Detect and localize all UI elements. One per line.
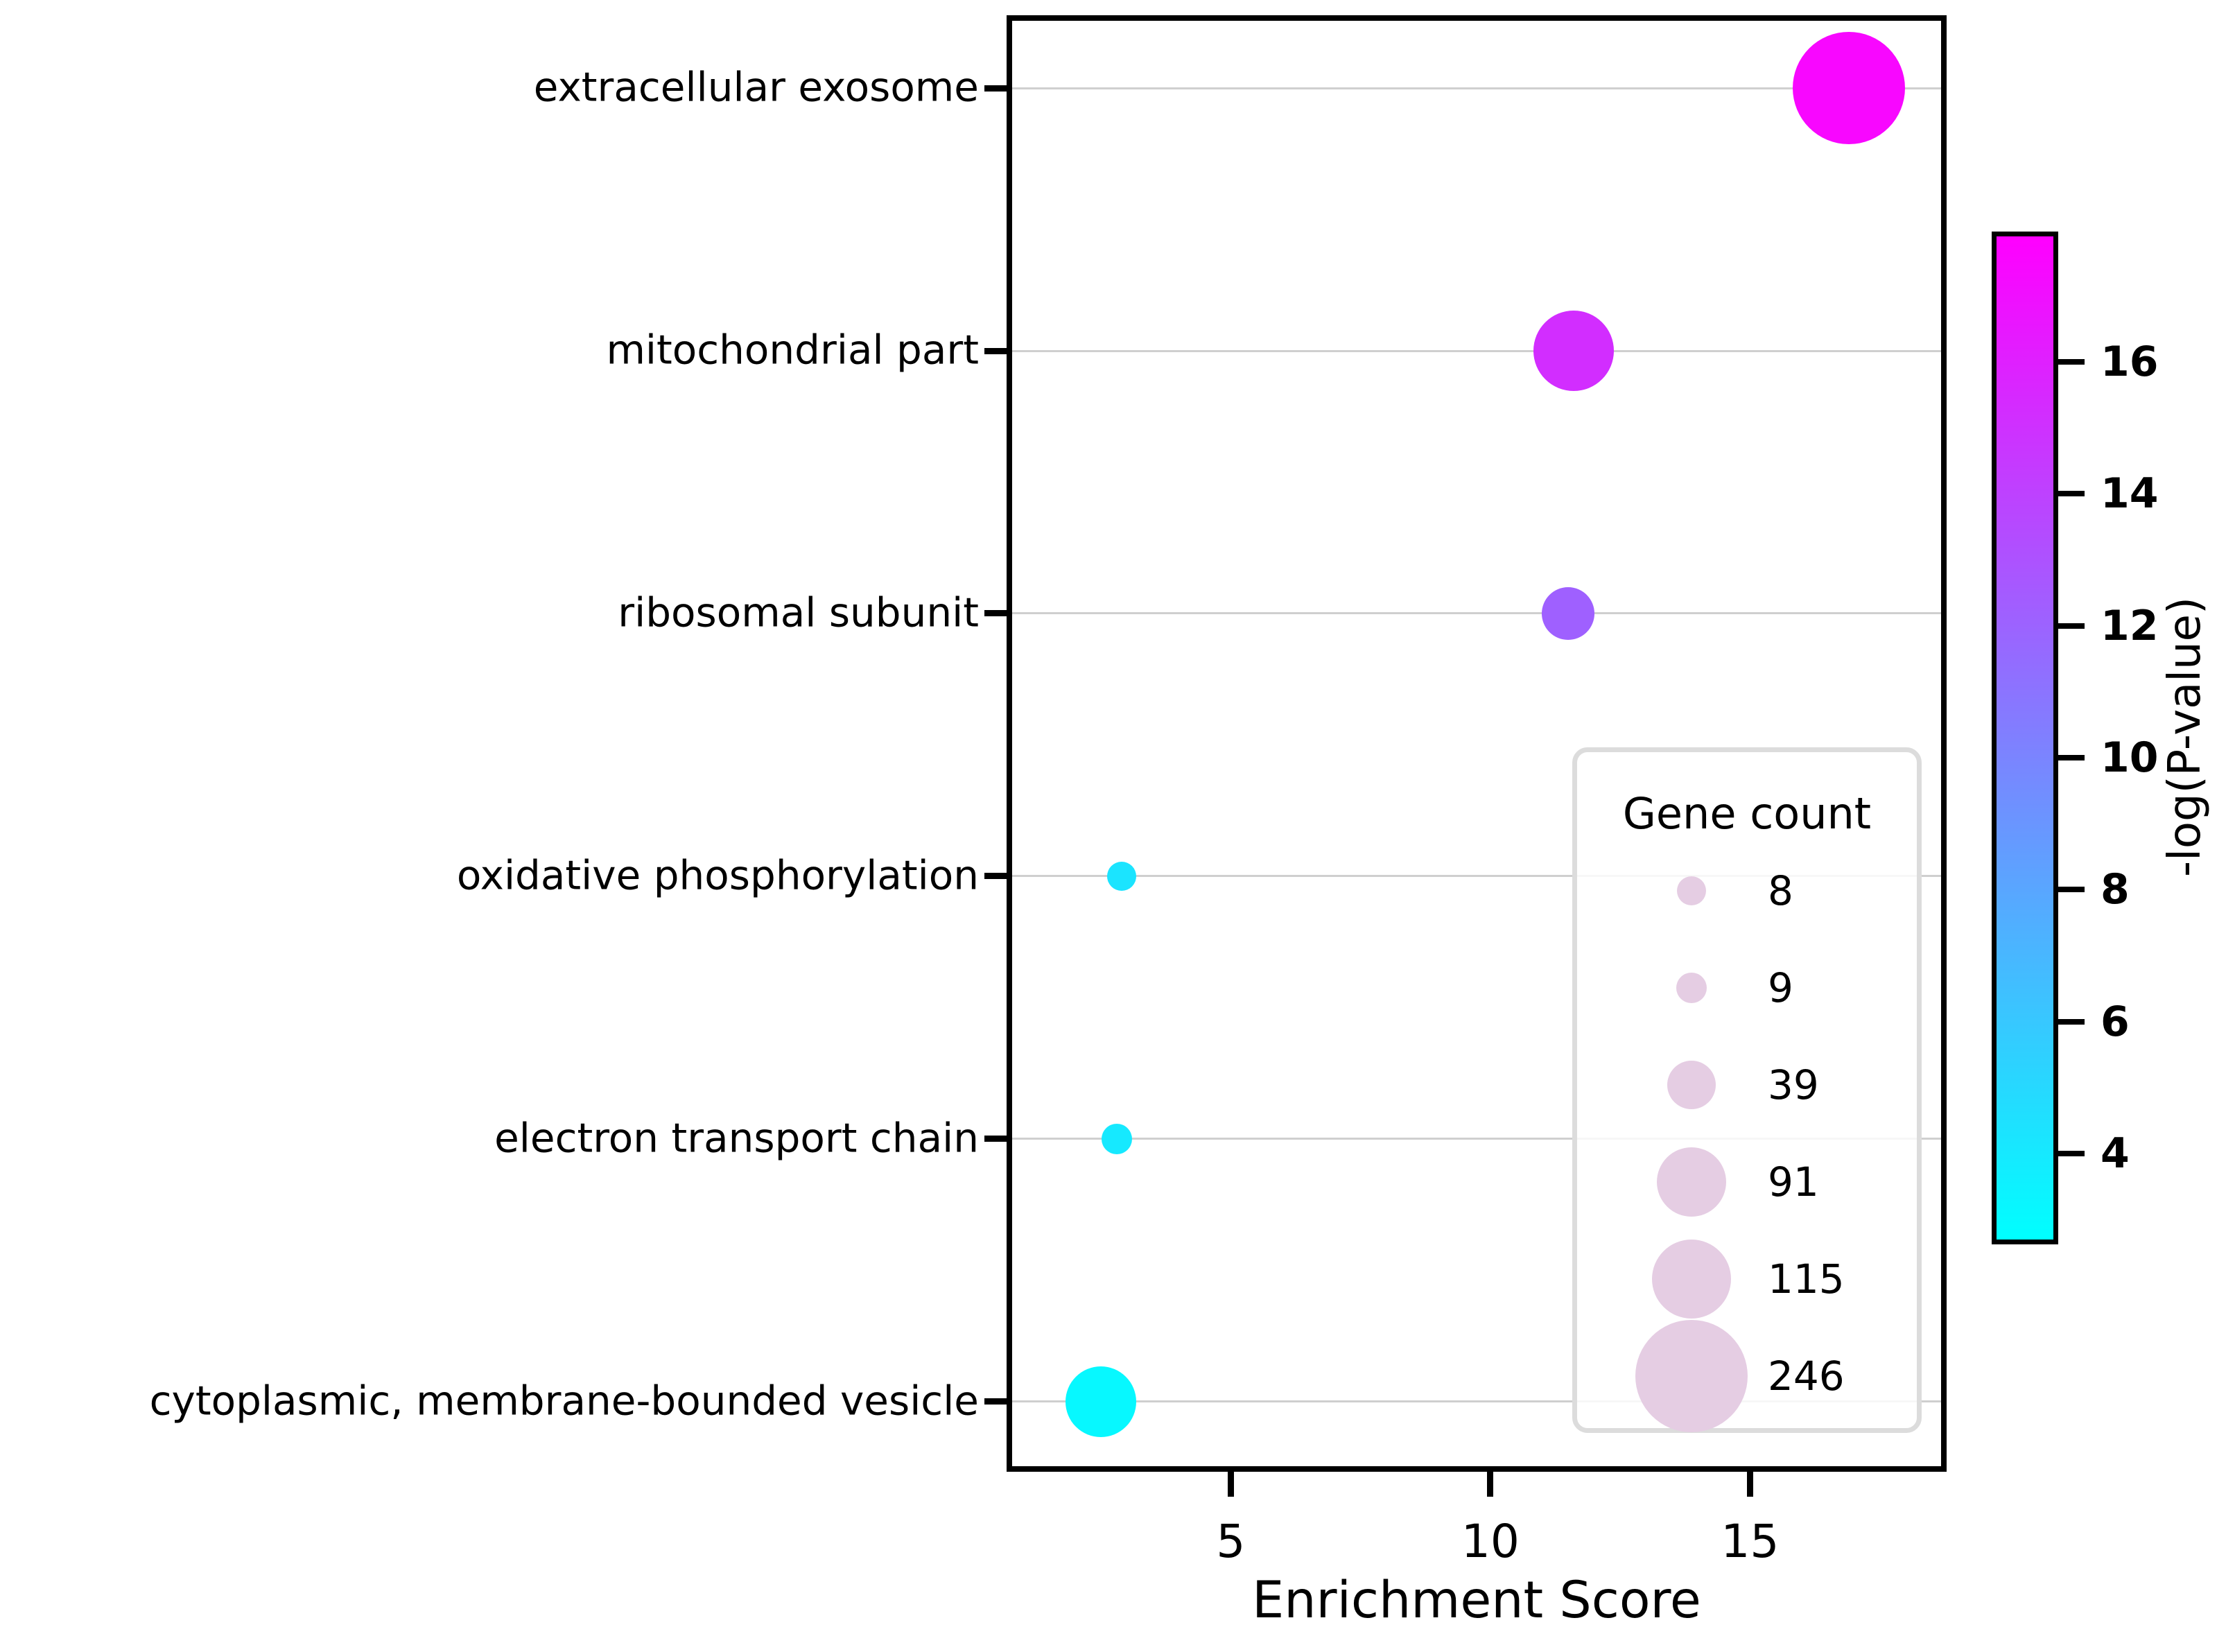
y-axis-tick xyxy=(984,347,1011,354)
colorbar-tick-label: 14 xyxy=(2101,469,2159,519)
legend-size-label: 115 xyxy=(1768,1255,1845,1303)
x-axis-tick xyxy=(1746,1472,1753,1497)
y-category-label: mitochondrial part xyxy=(606,326,979,374)
gridline xyxy=(1012,87,1941,89)
colorbar-tick-label: 6 xyxy=(2101,997,2130,1046)
gridline xyxy=(1012,612,1941,615)
legend-size-bubble xyxy=(1635,1320,1748,1432)
data-point-bubble xyxy=(1533,311,1614,391)
colorbar-tick xyxy=(2058,491,2085,497)
x-tick-label: 5 xyxy=(1216,1515,1246,1568)
y-category-label: electron transport chain xyxy=(494,1114,979,1162)
legend-size-label: 91 xyxy=(1768,1158,1819,1206)
legend-size-label: 8 xyxy=(1768,867,1793,914)
x-axis-tick xyxy=(1487,1472,1494,1497)
legend-size-label: 246 xyxy=(1768,1353,1845,1400)
gene-count-legend: Gene count 8 9 39 91 115 246 xyxy=(1572,747,1922,1433)
x-axis-title: Enrichment Score xyxy=(1252,1571,1701,1630)
colorbar-tick-label: 10 xyxy=(2101,733,2159,783)
y-axis-tick xyxy=(984,1398,1011,1405)
x-axis-tick xyxy=(1227,1472,1234,1497)
y-category-label: oxidative phosphorylation xyxy=(456,851,979,899)
gridline xyxy=(1012,1400,1941,1403)
plot-area xyxy=(1007,15,1947,1472)
data-point-bubble xyxy=(1542,586,1595,640)
colorbar-tick xyxy=(2058,358,2085,365)
legend-size-bubble xyxy=(1667,1061,1716,1109)
colorbar-tick-label: 4 xyxy=(2101,1129,2130,1179)
legend-title: Gene count xyxy=(1622,788,1872,839)
colorbar-tick-label: 12 xyxy=(2101,601,2159,650)
colorbar-tick xyxy=(2058,755,2085,761)
colorbar-tick xyxy=(2058,623,2085,629)
legend-size-bubble xyxy=(1677,876,1706,905)
colorbar-tick-label: 8 xyxy=(2101,865,2130,914)
colorbar-tick xyxy=(2058,1151,2085,1157)
legend-size-bubble xyxy=(1657,1147,1726,1217)
y-axis-tick xyxy=(984,610,1011,617)
y-category-label: extracellular exosome xyxy=(533,63,979,111)
colorbar-tick xyxy=(2058,887,2085,893)
legend-size-label: 39 xyxy=(1768,1061,1819,1108)
x-tick-label: 15 xyxy=(1721,1515,1780,1568)
y-category-label: cytoplasmic, membrane-bounded vesicle xyxy=(149,1377,979,1425)
colorbar-gradient xyxy=(1997,236,2053,1240)
colorbar xyxy=(1992,232,2058,1244)
y-axis-tick xyxy=(984,1136,1011,1142)
data-point-bubble xyxy=(1107,861,1137,891)
gridline xyxy=(1012,349,1941,352)
y-axis-tick xyxy=(984,873,1011,880)
colorbar-tick-label: 16 xyxy=(2101,337,2159,386)
x-tick-label: 10 xyxy=(1461,1515,1520,1568)
legend-size-bubble xyxy=(1676,973,1707,1003)
gridline xyxy=(1012,1138,1941,1140)
colorbar-tick xyxy=(2058,1018,2085,1025)
legend-size-bubble xyxy=(1652,1240,1731,1319)
gridline xyxy=(1012,875,1941,878)
data-point-bubble xyxy=(1792,32,1905,144)
legend-size-label: 9 xyxy=(1768,964,1793,1011)
colorbar-axis-label: -log(P-value) xyxy=(2159,597,2211,877)
data-point-bubble xyxy=(1066,1366,1137,1437)
y-axis-tick xyxy=(984,85,1011,92)
y-category-label: ribosomal subunit xyxy=(618,589,979,636)
data-point-bubble xyxy=(1101,1123,1132,1154)
